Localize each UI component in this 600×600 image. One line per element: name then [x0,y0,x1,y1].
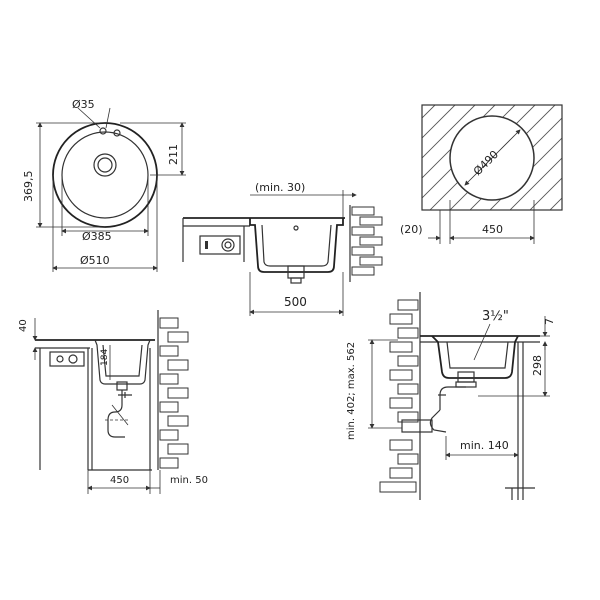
tap-hole [99,127,107,135]
wall-bricks-middle [349,205,383,282]
side-view-left: 40 184 450 min. 50 [18,310,208,494]
dim-min-gap: (min. 30) [255,181,305,194]
dim-tap-dia: Ø35 [72,98,95,111]
drain-pipe [439,386,466,410]
dim-min-wall: min. 50 [170,475,208,486]
dim-install-height: min. 402; max. 562 [346,342,357,440]
dim-rim: 7 [543,318,556,325]
dim-bowl-depth: 184 [100,349,110,366]
outer-rim [52,122,158,228]
tap-hole-2 [113,129,121,137]
dim-cabinet-width: 450 [110,475,129,486]
drain-inner [97,157,113,173]
drain-outer [93,153,117,177]
right-bowl [431,335,519,379]
cutout-view: Ø490 450 (20) [400,104,563,244]
left-bowl [94,339,151,385]
inner-bowl [61,131,149,219]
overflow-panel [199,235,241,255]
wall-bricks-left [157,310,189,470]
top-view: Ø35 Ø385 Ø510 369,5 211 [22,98,186,272]
dim-inner-dia: Ø385 [82,230,112,243]
wall-bricks-right [379,292,421,500]
dim-cutout-width: 450 [482,223,503,236]
dim-bowl-depth-right: 298 [531,355,544,376]
dim-total-height: 369,5 [22,171,35,203]
side-view-right: 3½" 7 298 min. 402; max. 562 min. 140 [346,292,556,500]
dim-min-clearance: min. 140 [460,439,509,452]
trap [429,409,447,433]
siphon [107,390,125,438]
dim-outer-dia: Ø510 [80,254,110,267]
dim-drain-size: 3½" [482,309,509,324]
overflow-slot [205,241,208,249]
front-section-view: (min. 30) 500 [182,181,383,316]
overflow-knob [221,238,235,252]
dim-depth: 40 [18,319,29,332]
dim-offset-height: 211 [167,144,180,165]
dim-width: 500 [284,295,307,309]
dim-cutout-offset: (20) [400,223,423,236]
bowl-section [249,218,344,273]
